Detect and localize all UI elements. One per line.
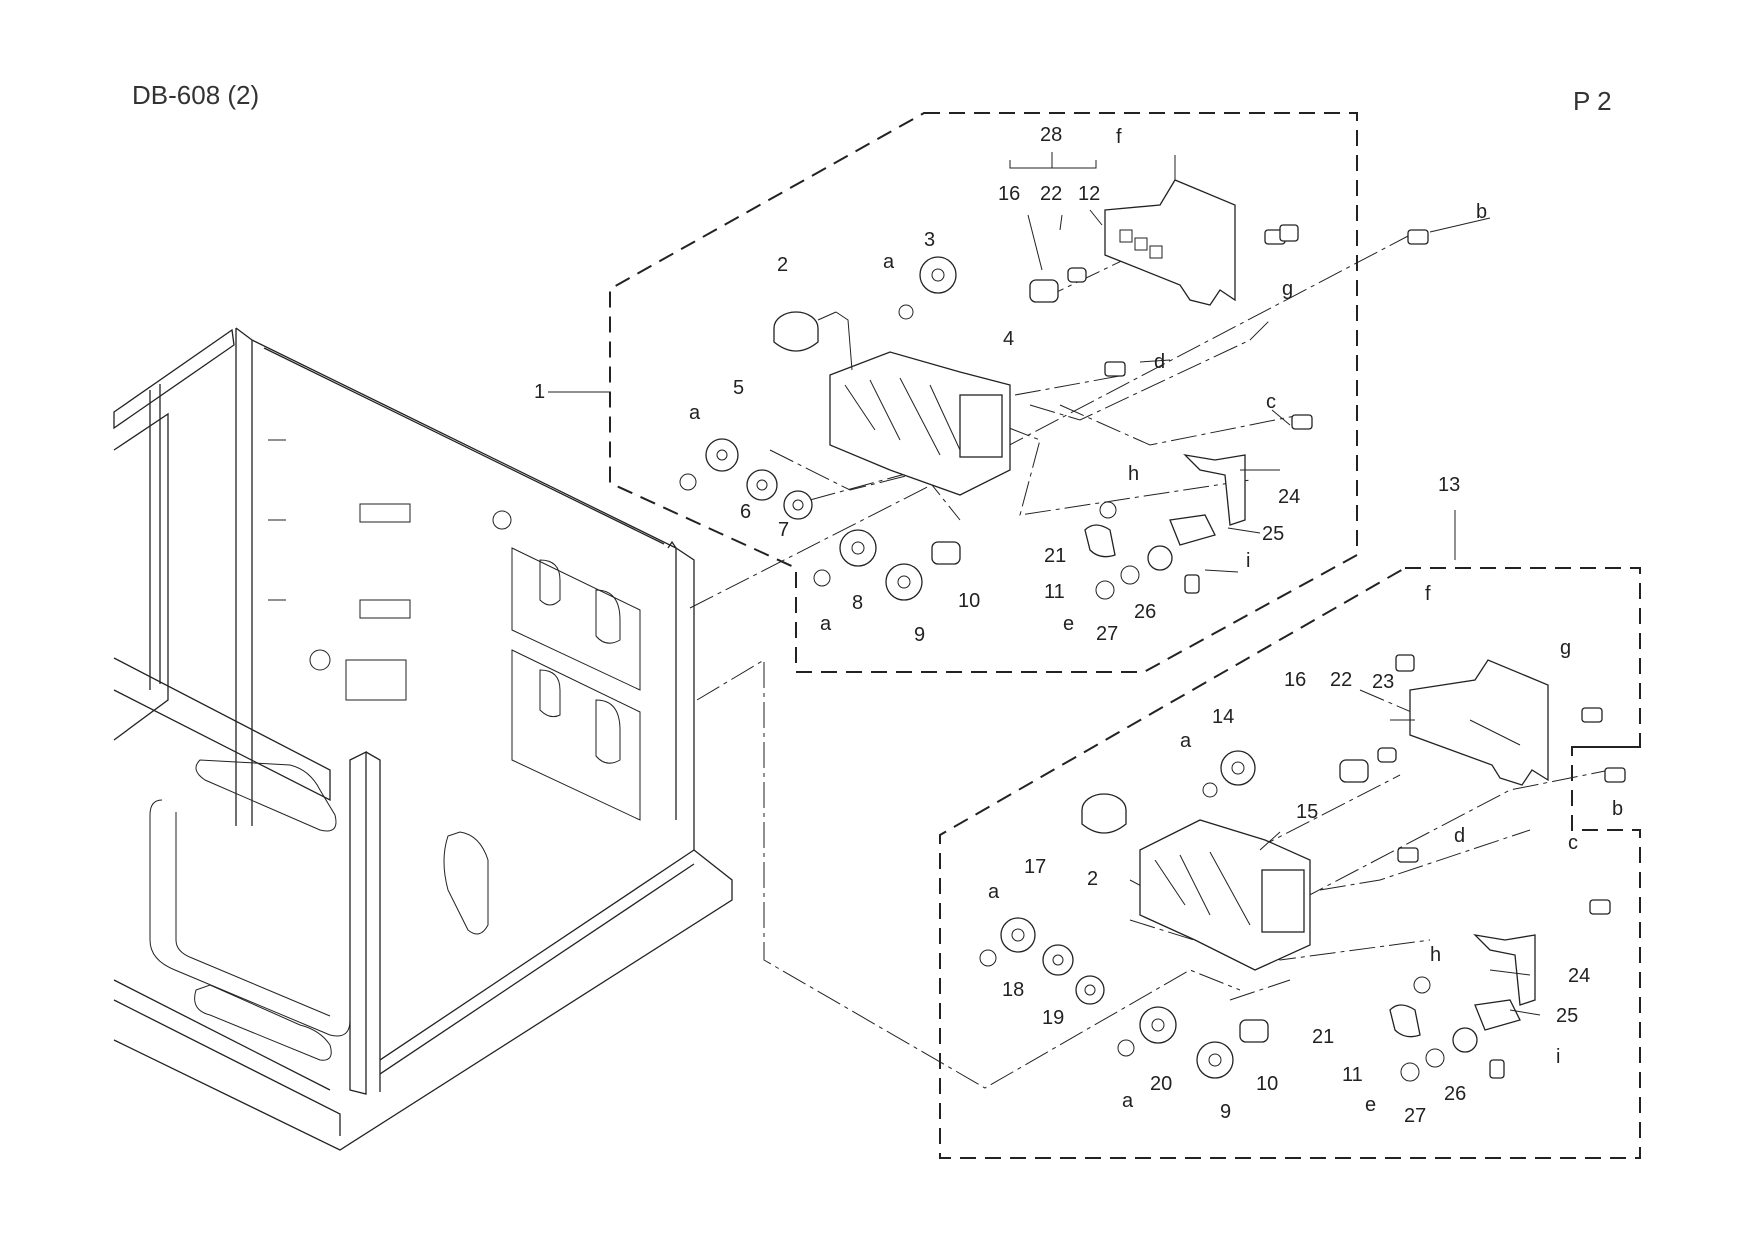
callout-24: 24 (1568, 965, 1590, 987)
callout-a: a (820, 613, 832, 635)
callout-16: 16 (1284, 669, 1306, 691)
callout-28: 28 (1040, 124, 1062, 146)
callout-11: 11 (1044, 581, 1065, 603)
callout-c: c (1568, 832, 1578, 854)
callout-21: 21 (1312, 1026, 1334, 1048)
callout-2: 2 (1087, 868, 1098, 890)
callout-c: c (1266, 391, 1276, 413)
callout-10: 10 (958, 590, 980, 612)
callout-22: 22 (1040, 183, 1062, 205)
callout-26: 26 (1134, 601, 1156, 623)
callout-25: 25 (1262, 523, 1284, 545)
base-frame-drawing (113, 327, 733, 1151)
callout-6: 6 (740, 501, 751, 523)
callout-2: 2 (777, 254, 788, 276)
callout-h: h (1430, 944, 1441, 966)
callout-21: 21 (1044, 545, 1066, 567)
callout-d: d (1454, 825, 1465, 847)
callout-9: 9 (1220, 1101, 1231, 1123)
callout-10: 10 (1256, 1073, 1278, 1095)
callout-5: 5 (733, 377, 744, 399)
callout-20: 20 (1150, 1073, 1172, 1095)
callout-9: 9 (914, 624, 925, 646)
callout-27: 27 (1096, 623, 1118, 645)
callout-a: a (883, 251, 895, 273)
callout-7: 7 (778, 519, 789, 541)
callout-26: 26 (1444, 1083, 1466, 1105)
callout-22: 22 (1330, 669, 1352, 691)
callout-i: i (1246, 550, 1250, 572)
callout-b: b (1612, 798, 1623, 820)
callout-d: d (1154, 351, 1165, 373)
callout-a: a (689, 402, 701, 424)
parts-group (679, 179, 1626, 1082)
callout-1: 1 (534, 381, 545, 403)
callout-e: e (1365, 1094, 1376, 1116)
callout-3: 3 (924, 229, 935, 251)
callout-h: h (1128, 463, 1139, 485)
callout-8: 8 (852, 592, 863, 614)
callout-24: 24 (1278, 486, 1300, 508)
callout-b: b (1476, 201, 1487, 223)
callout-f: f (1116, 126, 1122, 148)
assembly-13-boundary (939, 567, 1641, 1159)
callout-a: a (1180, 730, 1192, 752)
callout-11: 11 (1342, 1064, 1363, 1086)
callout-a: a (988, 881, 1000, 903)
callout-14: 14 (1212, 706, 1234, 728)
callout-23: 23 (1372, 671, 1394, 693)
callout-25: 25 (1556, 1005, 1578, 1027)
callout-19: 19 (1042, 1007, 1064, 1029)
callout-i: i (1556, 1046, 1560, 1068)
callout-27: 27 (1404, 1105, 1426, 1127)
callout-15: 15 (1296, 801, 1318, 823)
page-number: P 2 (1573, 86, 1612, 116)
callout-17: 17 (1024, 856, 1046, 878)
leader-lines (548, 152, 1541, 1016)
callout-e: e (1063, 613, 1074, 635)
callout-4: 4 (1003, 328, 1014, 350)
callout-12: 12 (1078, 183, 1100, 205)
assembly-1-boundary (609, 112, 1358, 673)
document-title: DB-608 (2) (132, 80, 260, 110)
callout-f: f (1425, 583, 1431, 605)
callout-labels: 28 f 16 22 12 b 2 a 3 g d 1 4 5 a c h 24… (534, 124, 1623, 1127)
callout-g: g (1282, 278, 1293, 300)
callout-g: g (1560, 637, 1571, 659)
callout-18: 18 (1002, 979, 1024, 1001)
callout-a: a (1122, 1090, 1134, 1112)
callout-13: 13 (1438, 474, 1460, 496)
callout-16: 16 (998, 183, 1020, 205)
